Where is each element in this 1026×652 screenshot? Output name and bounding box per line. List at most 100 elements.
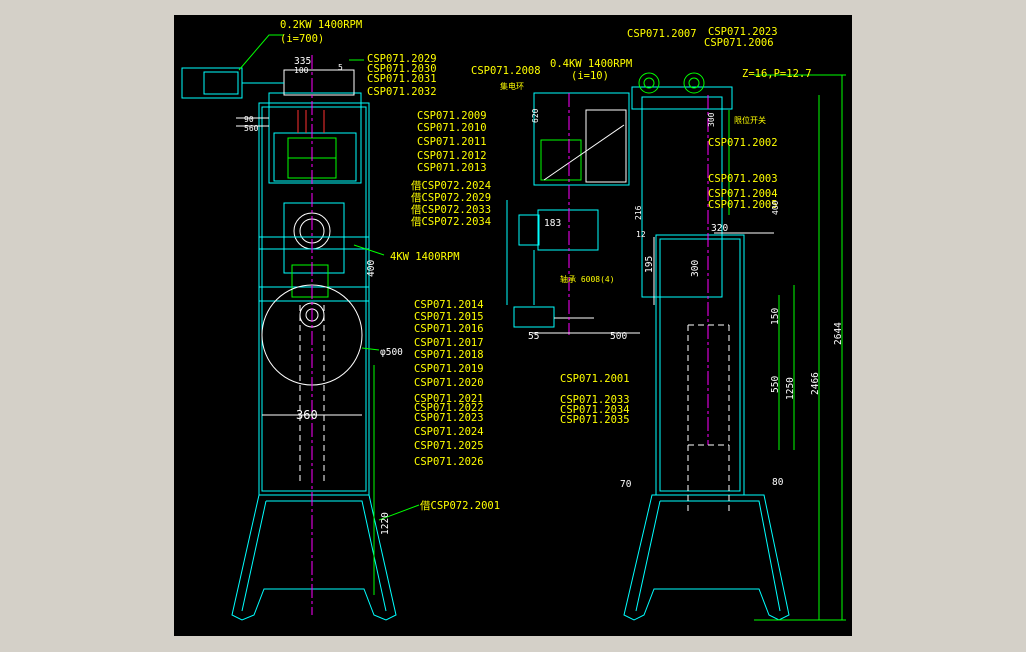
chain-label: Z=16,P=12.7 bbox=[742, 68, 812, 80]
csp072-label-3: 借CSP072.2033 bbox=[411, 204, 491, 216]
left-column bbox=[258, 102, 370, 496]
limit-switch-label: 限位开关 bbox=[734, 115, 766, 125]
right-upper-column bbox=[641, 96, 723, 298]
spindle-head bbox=[513, 306, 555, 328]
dim-2644: 2644 bbox=[833, 322, 844, 345]
lower-flange bbox=[258, 286, 370, 302]
assembly-drawing: 0.2KW 1400RPM (i=700) CSP071.2029CSP071.… bbox=[181, 19, 846, 621]
upper-gearbox bbox=[273, 132, 357, 182]
center-upper-box bbox=[533, 92, 630, 186]
left-base-inner bbox=[241, 500, 387, 612]
motor-top-label: 0.2KW 1400RPM bbox=[280, 19, 362, 31]
part-label-csp071-2015: CSP071.2015 bbox=[414, 311, 484, 323]
part-label-csp071-2019: CSP071.2019 bbox=[414, 363, 484, 375]
dim-70: 70 bbox=[620, 479, 632, 490]
mid-flange bbox=[258, 236, 370, 250]
part-label-csp071-2017: CSP071.2017 bbox=[414, 337, 484, 349]
part-label-csp071-2014: CSP071.2014 bbox=[414, 299, 484, 311]
label-2023: CSP071.2023 bbox=[708, 26, 778, 38]
csp072-label-4: 借CSP072.2034 bbox=[411, 216, 491, 228]
left-base bbox=[231, 494, 397, 621]
center-mid-motor bbox=[537, 209, 599, 251]
dim-500: 500 bbox=[610, 331, 627, 342]
dim-100: 100 bbox=[294, 66, 309, 75]
label-2008: CSP071.2008 bbox=[471, 65, 541, 77]
dim-216: 216 bbox=[634, 205, 643, 220]
spindle-label: 轴承 6008(4) bbox=[560, 274, 615, 284]
dim-400-right: 400 bbox=[771, 200, 780, 215]
dim-183: 183 bbox=[544, 218, 561, 229]
dim-195: 195 bbox=[644, 256, 655, 273]
part-label-csp071-2012: CSP071.2012 bbox=[417, 150, 487, 162]
part-label-csp071-2009: CSP071.2009 bbox=[417, 110, 487, 122]
dim-400: 400 bbox=[366, 260, 377, 277]
part-label-csp071-2016: CSP071.2016 bbox=[414, 323, 484, 335]
motor-mid-label: 0.4KW 1400RPM bbox=[550, 58, 632, 70]
part-label-csp071-2013: CSP071.2013 bbox=[417, 162, 487, 174]
label-2002: CSP071.2002 bbox=[708, 137, 778, 149]
label-2004: CSP071.2004 bbox=[708, 188, 778, 200]
dim-300a: 300 bbox=[707, 112, 716, 127]
main-gearbox bbox=[283, 202, 345, 274]
part-label-csp071-2021: CSP071.2021 bbox=[414, 393, 484, 405]
label-2035: CSP071.2035 bbox=[560, 414, 630, 426]
center-gear-green bbox=[540, 139, 582, 181]
dim-12: 12 bbox=[636, 230, 646, 239]
part-label-csp071-2029: CSP071.2029 bbox=[367, 53, 437, 65]
csp072-label-2: 借CSP072.2029 bbox=[411, 192, 491, 204]
dim-phi500: φ500 bbox=[380, 347, 403, 358]
motor-top-ratio: (i=700) bbox=[280, 33, 324, 45]
dim-90: 90 bbox=[244, 115, 254, 124]
dim-150: 150 bbox=[770, 308, 781, 325]
right-head bbox=[631, 86, 733, 110]
collector-label: 集电环 bbox=[500, 81, 524, 91]
motor-mid-ratio: (i=10) bbox=[571, 70, 609, 82]
dim-335: 335 bbox=[294, 56, 311, 67]
part-label-csp071-2024: CSP071.2024 bbox=[414, 426, 484, 438]
label-2033: CSP071.2033 bbox=[560, 394, 630, 406]
dim-1220: 1220 bbox=[380, 512, 391, 535]
sprocket-1 bbox=[638, 72, 660, 94]
dim-300b: 300 bbox=[690, 260, 701, 277]
part-label-csp071-2025: CSP071.2025 bbox=[414, 440, 484, 452]
dim-2466: 2466 bbox=[810, 372, 821, 395]
part-label-csp071-2031: CSP071.2031 bbox=[367, 73, 437, 85]
motor-main-label: 4KW 1400RPM bbox=[390, 251, 460, 263]
dim-80: 80 bbox=[772, 477, 784, 488]
label-2001: CSP071.2001 bbox=[560, 373, 630, 385]
right-elevation-view bbox=[623, 72, 846, 621]
dim-620: 620 bbox=[531, 108, 540, 123]
part-label-csp071-2026: CSP071.2026 bbox=[414, 456, 484, 468]
dim-55: 55 bbox=[528, 331, 539, 342]
part-label-csp071-2030: CSP071.2030 bbox=[367, 63, 437, 75]
label-2007: CSP071.2007 bbox=[627, 28, 697, 40]
leader-top-motor bbox=[238, 34, 284, 71]
label-2006: CSP071.2006 bbox=[704, 37, 774, 49]
part-label-csp071-2011: CSP071.2011 bbox=[417, 136, 487, 148]
left-label-stack: CSP071.2029CSP071.2030CSP071.2031CSP071.… bbox=[367, 53, 487, 468]
sprocket-2 bbox=[683, 72, 705, 94]
base-label: 借CSP072.2001 bbox=[420, 500, 500, 512]
part-label-csp071-2010: CSP071.2010 bbox=[417, 122, 487, 134]
part-label-csp071-2022: CSP071.2022 bbox=[414, 402, 484, 414]
upper-housing bbox=[268, 92, 362, 184]
dim-360: 360 bbox=[296, 408, 318, 422]
lower-gear-green bbox=[291, 264, 329, 298]
part-label-csp071-2020: CSP071.2020 bbox=[414, 377, 484, 389]
part-label-csp071-2032: CSP071.2032 bbox=[367, 86, 437, 98]
part-label-csp071-2023: CSP071.2023 bbox=[414, 412, 484, 424]
dim-1250: 1250 bbox=[785, 377, 796, 400]
left-column-inner bbox=[261, 106, 367, 492]
dim-560: 560 bbox=[244, 124, 259, 133]
right-base bbox=[623, 494, 790, 621]
dim-320: 320 bbox=[711, 223, 728, 234]
label-2003: CSP071.2003 bbox=[708, 173, 778, 185]
csp072-label-1: 借CSP072.2024 bbox=[411, 180, 491, 192]
left-elevation-view bbox=[181, 34, 420, 621]
right-column bbox=[655, 234, 745, 496]
center-side-view bbox=[506, 92, 640, 335]
dim-5: 5 bbox=[338, 63, 343, 72]
dim-550: 550 bbox=[770, 376, 781, 393]
label-2005: CSP071.2005 bbox=[708, 199, 778, 211]
